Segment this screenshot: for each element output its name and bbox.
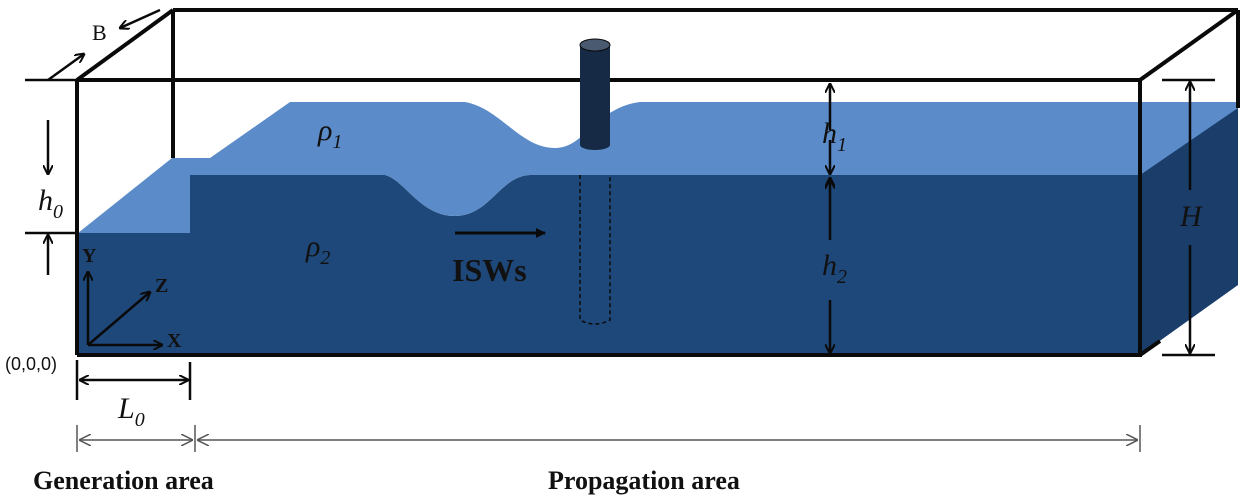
propagation-area-label: Propagation area: [548, 466, 740, 495]
label-rho1-sub: 1: [332, 131, 342, 153]
label-b: B: [92, 20, 107, 45]
axis-y-label: Y: [82, 245, 97, 267]
label-l0-sub: 0: [135, 409, 145, 431]
axis-x-label: X: [167, 330, 182, 352]
label-total-depth: H: [1179, 200, 1204, 233]
tank-back-edges: [171, 8, 1238, 158]
coordinate-axes: Y Z X: [82, 245, 182, 352]
svg-text:h0: h0: [38, 184, 63, 223]
cylinder-pile: [579, 38, 611, 325]
svg-text:ρ2: ρ2: [305, 230, 330, 269]
label-h0: h: [38, 184, 53, 217]
h0-dimension: h0: [25, 78, 78, 275]
label-rho2-sub: 2: [320, 247, 330, 269]
l0-dimension: L0: [75, 360, 192, 431]
svg-text:h2: h2: [822, 249, 847, 288]
isws-direction: ISWs: [452, 228, 546, 288]
lower-layer-side: [1140, 103, 1238, 355]
h1-h2-dimension: h1 h2: [822, 84, 847, 353]
label-h0-sub: 0: [53, 201, 63, 223]
lower-layer-front: [78, 175, 1140, 355]
generation-area-label: Generation area: [33, 466, 214, 495]
label-isws: ISWs: [452, 252, 527, 288]
svg-text:L0: L0: [117, 392, 145, 431]
axis-z-label: Z: [155, 275, 168, 297]
origin-label: (0,0,0): [5, 354, 57, 374]
label-h2: h: [822, 249, 837, 282]
area-extents: [76, 425, 1141, 452]
label-l0: L: [117, 392, 135, 425]
upper-layer: [78, 102, 1238, 233]
width-b-dimension: B: [47, 8, 161, 82]
label-rho1: ρ: [317, 114, 332, 147]
svg-text:ρ1: ρ1: [317, 114, 342, 153]
total-depth-dimension: H: [1162, 78, 1215, 357]
label-h1: h: [822, 117, 837, 150]
svg-text:h1: h1: [822, 117, 847, 156]
label-h1-sub: 1: [837, 134, 847, 156]
label-h2-sub: 2: [837, 266, 847, 288]
label-rho2: ρ: [305, 230, 320, 263]
